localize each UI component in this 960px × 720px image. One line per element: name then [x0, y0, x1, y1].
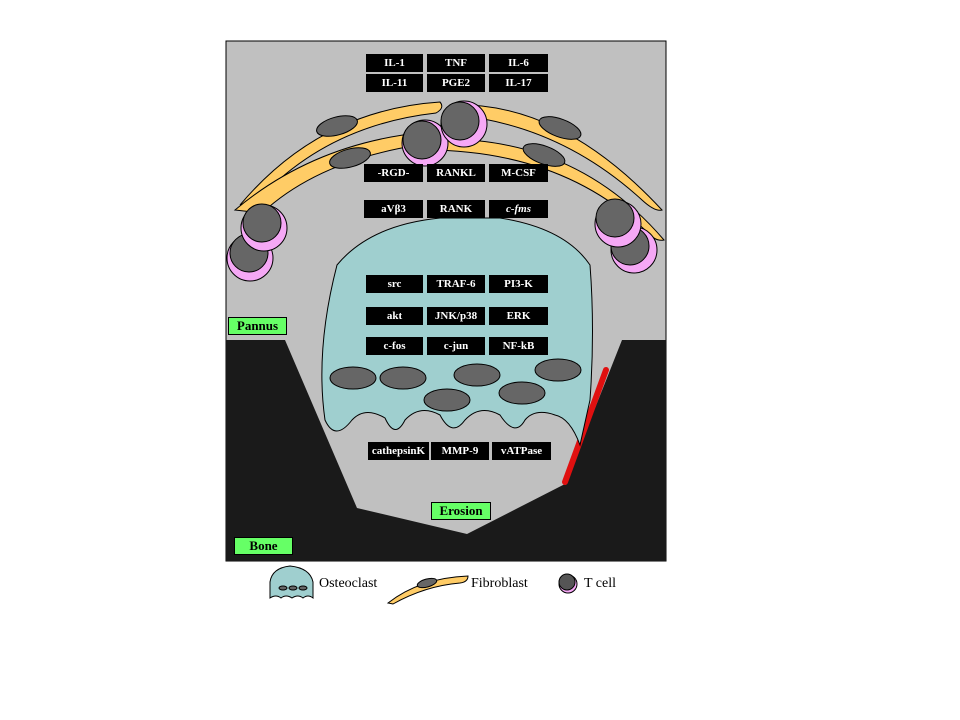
ligand-mcsf: M-CSF	[489, 164, 548, 182]
legend-osteoclast-icon	[269, 565, 314, 600]
signal-akt: akt	[366, 307, 423, 325]
legend-fibroblast-label: Fibroblast	[471, 576, 528, 591]
legend-osteoclast-label: Osteoclast	[319, 576, 378, 591]
signal-pi3k: PI3-K	[489, 275, 548, 293]
fibroblast-nucleus	[329, 147, 371, 169]
receptor-avb3: aVβ3	[364, 200, 423, 218]
cytokine-il1: IL-1	[366, 54, 423, 72]
t-cell	[242, 203, 282, 243]
bone-region	[226, 340, 666, 561]
cytokine-il6: IL-6	[489, 54, 548, 72]
t-cell	[440, 101, 480, 141]
cytokine-tnf: TNF	[427, 54, 485, 72]
ligand-rgd: -RGD-	[364, 164, 423, 182]
cytokine-il11: IL-11	[366, 74, 423, 92]
signal-cfos: c-fos	[366, 337, 423, 355]
t-cell	[595, 198, 635, 238]
legend-tcell-icon	[558, 573, 576, 591]
legend-icons	[269, 565, 578, 605]
signal-erk: ERK	[489, 307, 548, 325]
bone-label: Bone	[234, 537, 293, 555]
fibroblast-nucleus	[538, 116, 582, 140]
t-cell	[402, 120, 442, 160]
effector-cathepsink: cathepsinK	[368, 442, 429, 460]
erosion-front-line	[562, 367, 609, 485]
osteoclast-cell	[321, 217, 593, 447]
osteoclast-nuclei	[329, 358, 582, 412]
erosion-label: Erosion	[431, 502, 491, 520]
pannus-label: Pannus	[228, 317, 287, 335]
receptor-cfms: c-fms	[489, 200, 548, 218]
legend-tcell-label: T cell	[584, 576, 617, 591]
ligand-rankl: RANKL	[427, 164, 485, 182]
fibroblast-nucleus	[522, 143, 566, 167]
cytokine-il17: IL-17	[489, 74, 548, 92]
signal-cjun: c-jun	[427, 337, 485, 355]
effector-vatpase: vATPase	[492, 442, 551, 460]
signal-nfkb: NF-kB	[489, 337, 548, 355]
effector-mmp9: MMP-9	[431, 442, 489, 460]
t-cells	[226, 100, 658, 282]
receptor-rank: RANK	[427, 200, 485, 218]
cytokine-pge2: PGE2	[427, 74, 485, 92]
signal-traf6: TRAF-6	[427, 275, 485, 293]
fibroblast-nucleus	[316, 115, 358, 137]
signal-src: src	[366, 275, 423, 293]
signal-jnk-p38: JNK/p38	[427, 307, 485, 325]
